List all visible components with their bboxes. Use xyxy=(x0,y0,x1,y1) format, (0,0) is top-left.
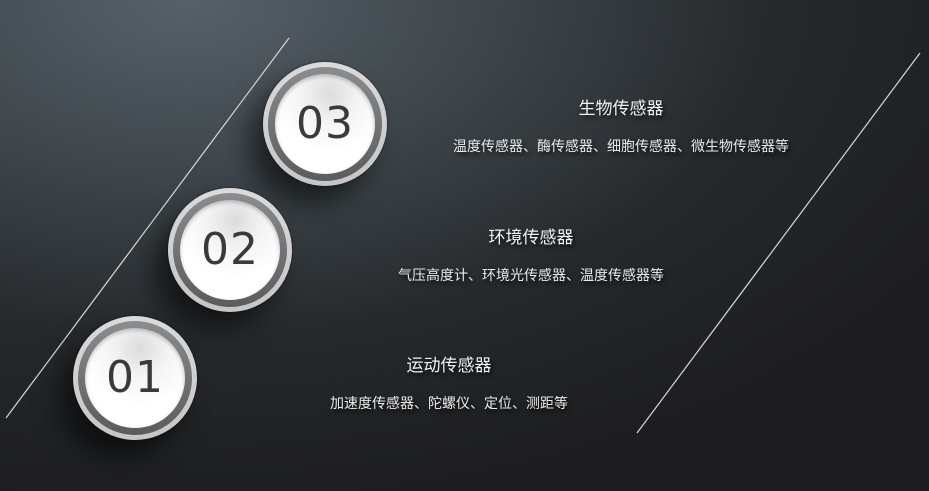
badge-face: 03 xyxy=(275,74,375,174)
number-badge-02: 02 xyxy=(168,188,292,312)
item-desc-biosensor: 温度传感器、酶传感器、细胞传感器、微生物传感器等 xyxy=(453,139,789,155)
right-diagonal-line xyxy=(636,52,921,434)
item-title-motion-sensor: 运动传感器 xyxy=(406,356,492,376)
number-badge-01: 01 xyxy=(73,316,197,440)
badge-number: 01 xyxy=(106,352,164,403)
item-desc-motion-sensor: 加速度传感器、陀螺仪、定位、测距等 xyxy=(330,396,568,412)
badge-number: 02 xyxy=(201,224,259,275)
number-badge-03: 03 xyxy=(263,62,387,186)
item-title-biosensor: 生物传感器 xyxy=(578,99,664,119)
item-title-environment-sensor: 环境传感器 xyxy=(488,228,574,248)
badge-face: 02 xyxy=(180,200,280,300)
badge-number: 03 xyxy=(296,98,354,149)
item-desc-environment-sensor: 气压高度计、环境光传感器、温度传感器等 xyxy=(398,268,664,284)
left-diagonal-line xyxy=(5,37,290,419)
badge-face: 01 xyxy=(85,328,185,428)
